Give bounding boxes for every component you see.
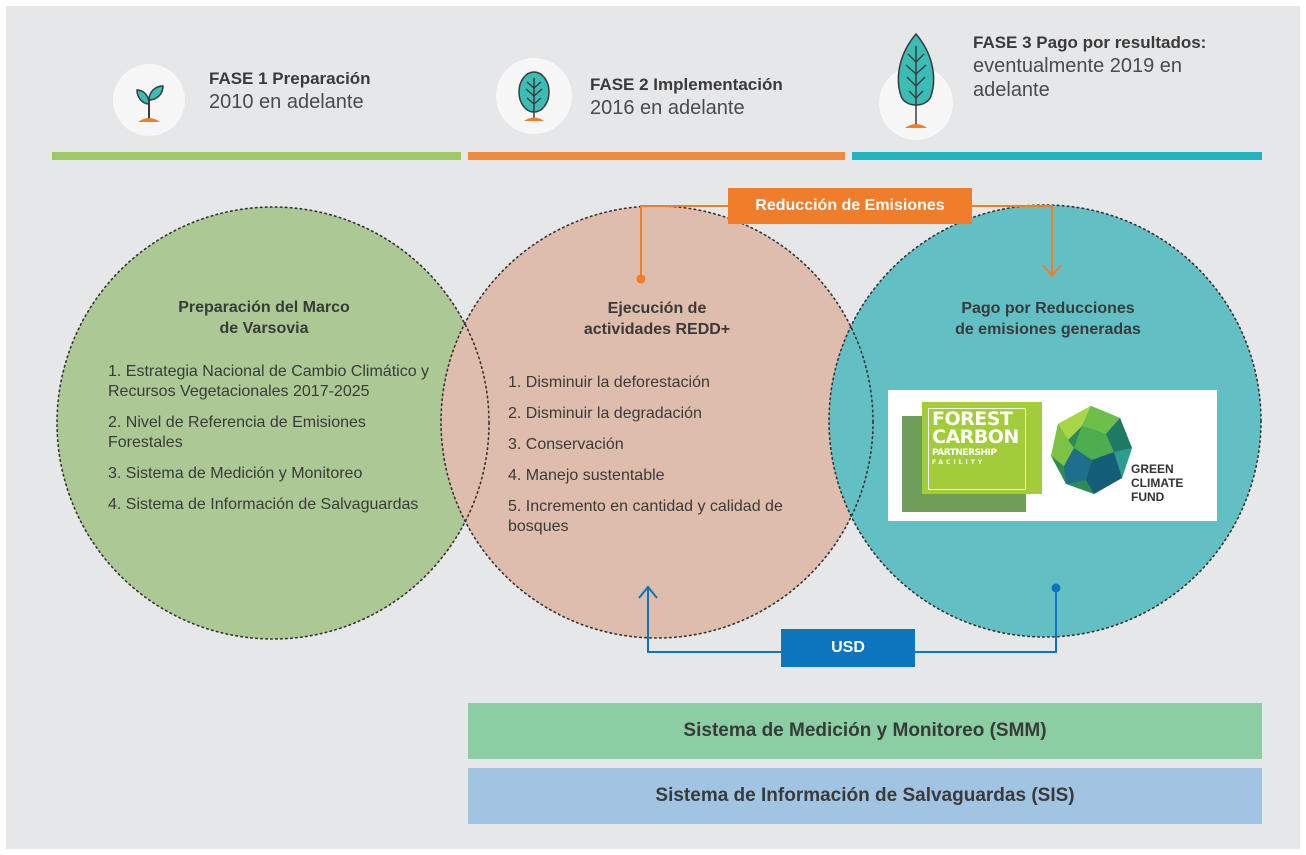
smm-system-bar: Sistema de Medición y Monitoreo (SMM) [468, 703, 1262, 759]
execution-title-line1: Ejecución de [607, 300, 707, 317]
list-item: 1. Estrategia Nacional de Cambio Climáti… [108, 363, 430, 400]
phase-1-title: FASE 1 Preparación [209, 69, 371, 88]
phase-3-timeline-bar [852, 152, 1262, 160]
phase-2-timeline-bar [468, 152, 845, 160]
tree-icon [879, 32, 953, 140]
preparation-list: 1. Estrategia Nacional de Cambio Climáti… [108, 362, 438, 526]
circle-execution-outline [440, 205, 874, 639]
gcf-word-2: CLIMATE [1131, 476, 1184, 490]
funding-logos: FOREST CARBON PARTNERSHIP FACILITY GREEN… [888, 390, 1217, 521]
list-item: 5. Incremento en cantidad y calidad de b… [508, 498, 783, 535]
usd-arrowhead-icon [638, 585, 658, 599]
gcf-logo-text: GREEN CLIMATE FUND [1131, 462, 1183, 504]
reduction-arrowhead-icon [1042, 264, 1062, 278]
usd-flow-start-dot [1051, 583, 1061, 593]
reduction-flow-start-dot [636, 274, 646, 284]
phase-1-timeline-bar [52, 152, 461, 160]
gcf-globe-icon [1051, 406, 1132, 494]
fcpf-word-2: CARBON [932, 426, 1019, 448]
circle-payment-outline [828, 204, 1262, 638]
execution-title-line2: actividades REDD+ [583, 321, 731, 338]
preparation-title-line1: Preparación del Marco [178, 299, 350, 316]
young-tree-icon [496, 58, 572, 134]
circle-preparation-outline [56, 206, 490, 640]
execution-title: Ejecución de actividades REDD+ [527, 298, 787, 340]
list-item: 2. Disminuir la degradación [508, 405, 702, 422]
payment-title-line1: Pago por Reducciones [961, 300, 1135, 317]
list-item: 1. Disminuir la deforestación [508, 374, 710, 391]
payment-title: Pago por Reducciones de emisiones genera… [913, 298, 1183, 340]
phase-2: FASE 2 Implementación 2016 en adelante [496, 58, 783, 134]
fcpf-word-4: FACILITY [932, 459, 986, 466]
reduction-emissions-label: Reducción de Emisiones [728, 188, 972, 224]
gcf-word-3: FUND [1131, 490, 1165, 504]
circle-execution [441, 206, 873, 638]
phase-3-subtitle-line1: eventualmente 2019 en [973, 55, 1183, 77]
list-item: 4. Sistema de Información de Salvaguarda… [108, 496, 419, 513]
fcpf-logo-text: FOREST CARBON PARTNERSHIP FACILITY [932, 410, 1019, 467]
list-item: 2. Nivel de Referencia de Emisiones Fore… [108, 414, 366, 451]
fcpf-word-3: PARTNERSHIP [932, 448, 997, 458]
list-item: 3. Sistema de Medición y Monitoreo [108, 465, 363, 482]
fcpf-word-1: FOREST [932, 408, 1013, 430]
list-item: 4. Manejo sustentable [508, 467, 665, 484]
circle-preparation [57, 207, 489, 639]
sis-system-bar: Sistema de Información de Salvaguardas (… [468, 768, 1262, 824]
phase-3: FASE 3 Pago por resultados: eventualment… [879, 30, 1206, 140]
fcpf-logo [922, 402, 1042, 494]
phase-2-title: FASE 2 Implementación [590, 75, 783, 94]
sprout-icon [113, 64, 185, 136]
phase-2-subtitle: 2016 en adelante [590, 97, 745, 119]
preparation-title: Preparación del Marco de Varsovia [134, 297, 394, 339]
payment-title-line2: de emisiones generadas [955, 321, 1141, 338]
phase-1: FASE 1 Preparación 2010 en adelante [113, 64, 371, 136]
fcpf-logo-frame [928, 408, 1026, 490]
usd-label: USD [781, 629, 915, 667]
phase-1-subtitle: 2010 en adelante [209, 91, 364, 113]
gcf-word-1: GREEN [1131, 462, 1174, 476]
list-item: 3. Conservación [508, 436, 624, 453]
execution-list: 1. Disminuir la deforestación 2. Disminu… [508, 373, 823, 548]
preparation-title-line2: de Varsovia [219, 320, 309, 337]
phase-3-title: FASE 3 Pago por resultados: [973, 33, 1207, 52]
phase-3-subtitle-line2: adelante [973, 79, 1050, 101]
